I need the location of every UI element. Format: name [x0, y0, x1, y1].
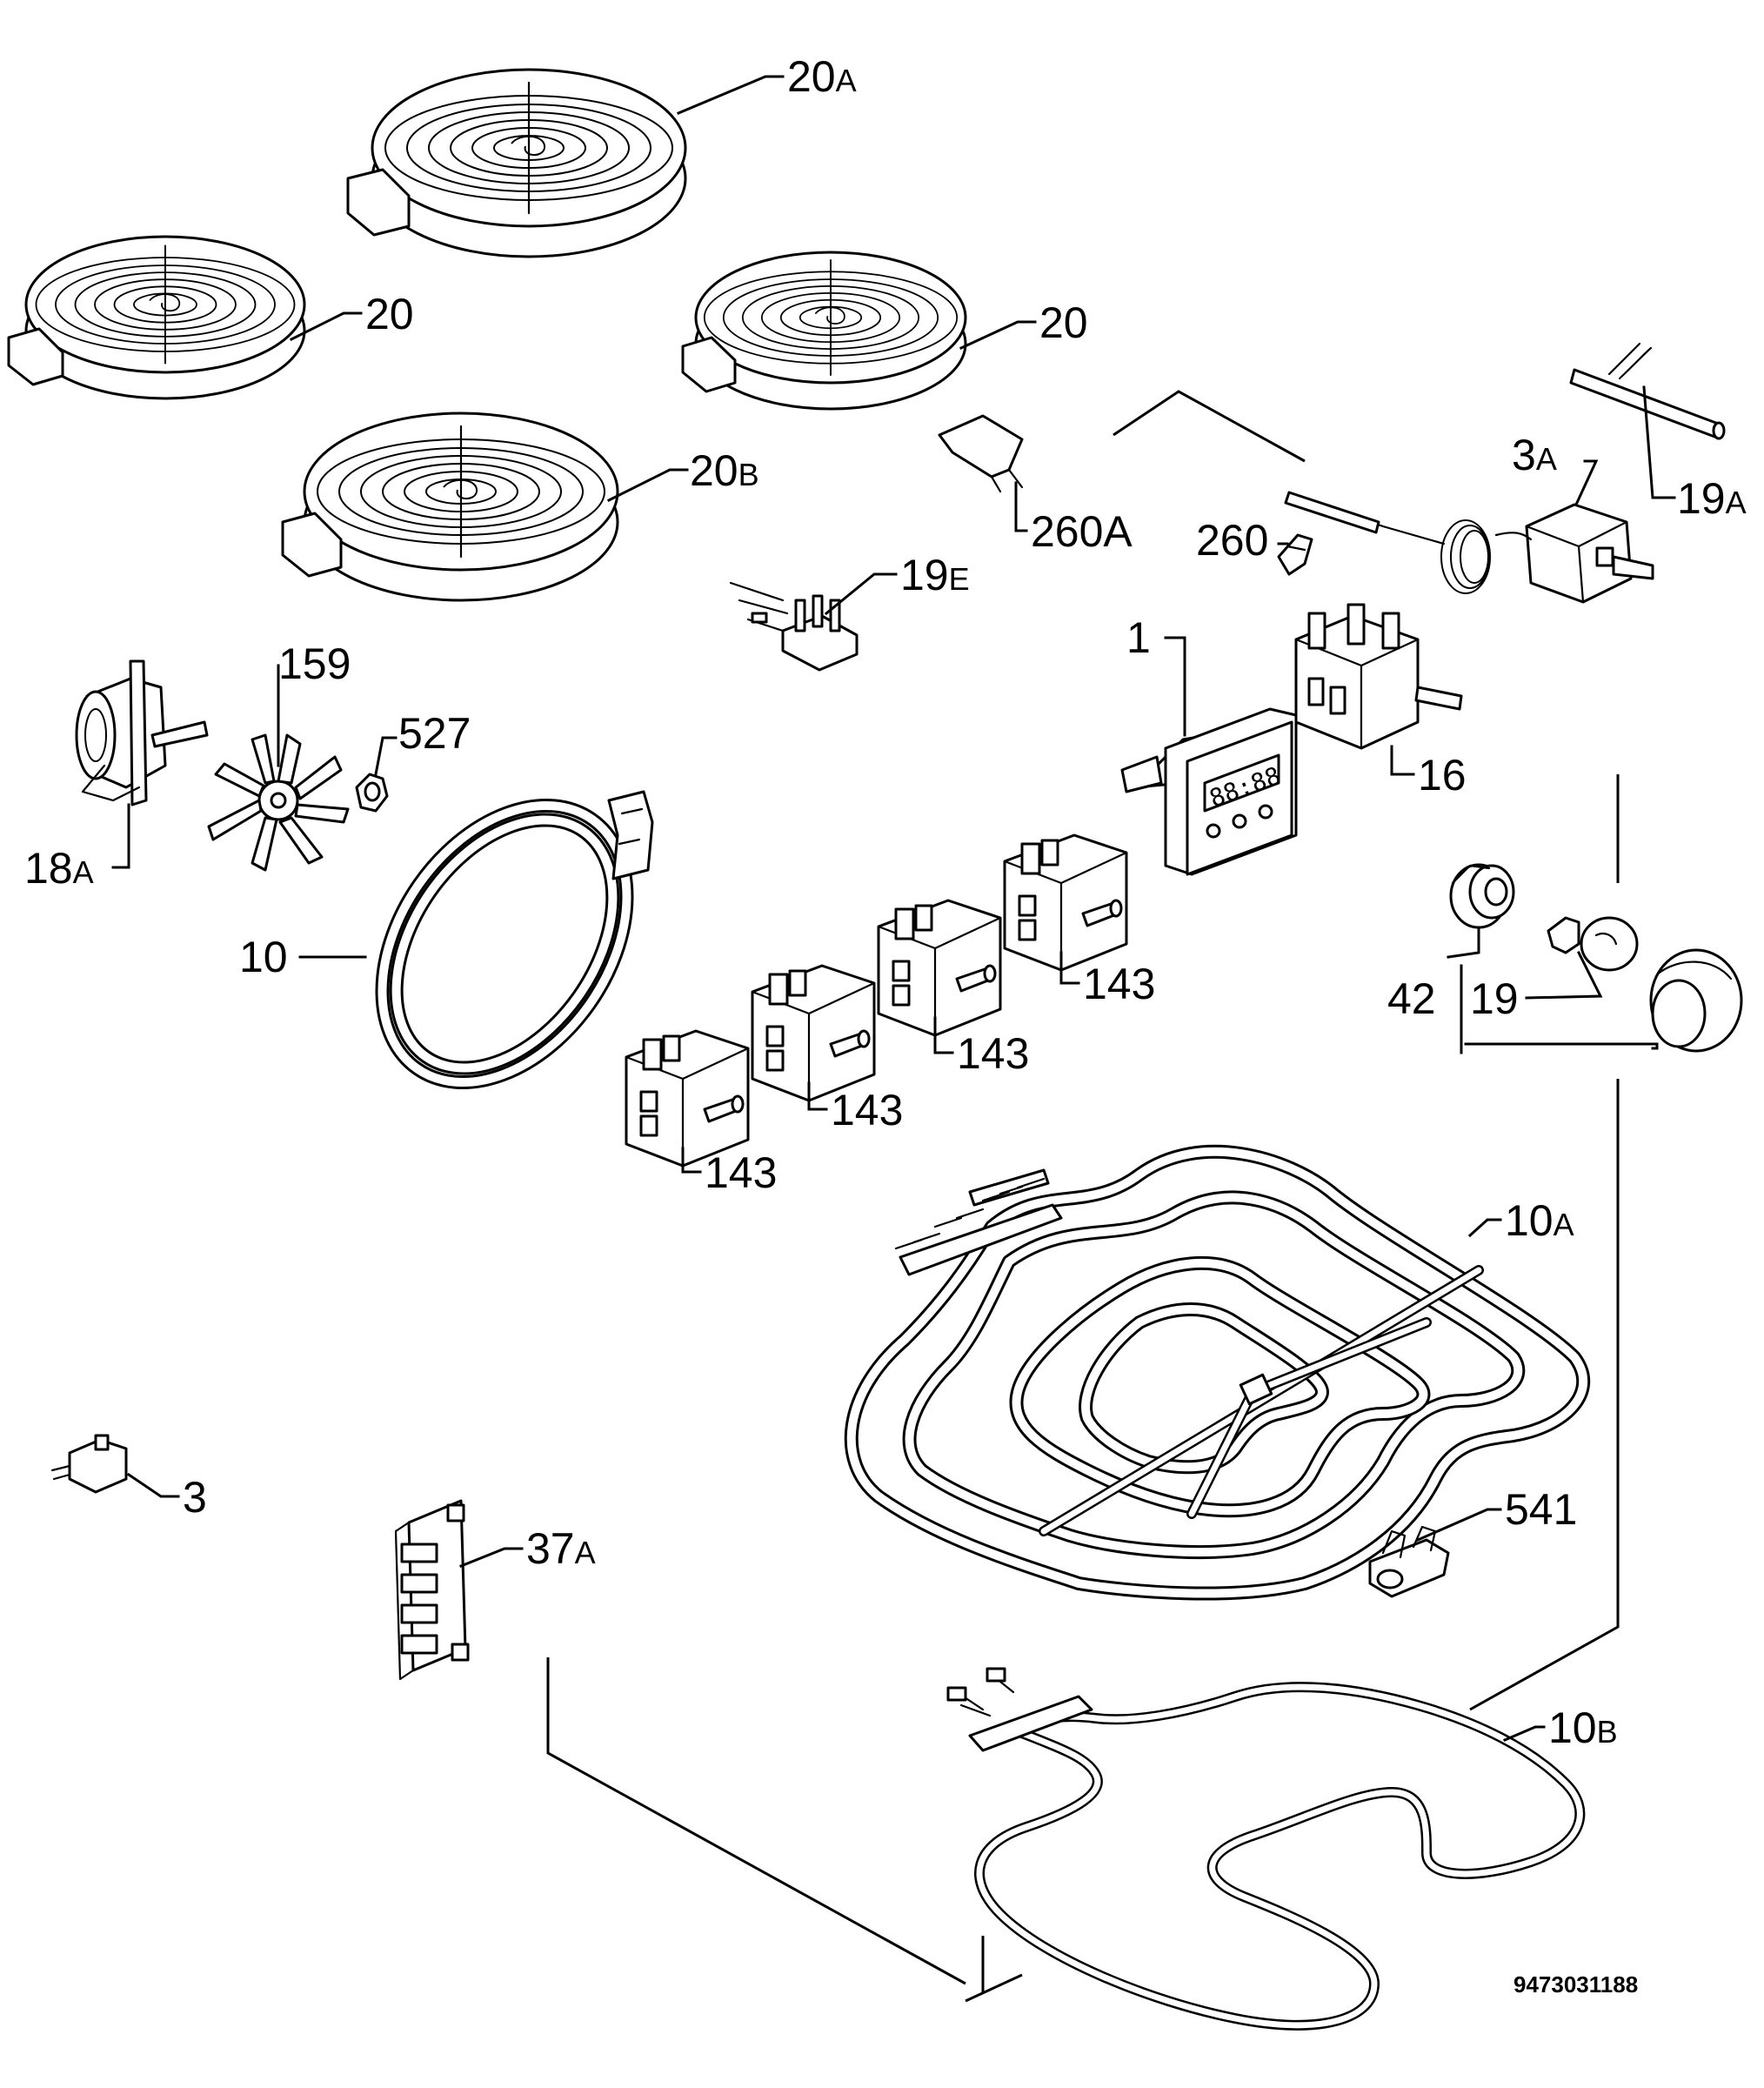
hotplate-20a [346, 68, 687, 258]
selector-switch-16 [1294, 603, 1463, 750]
document-number: 9473031188 [1513, 1971, 1638, 1998]
bracket-260a [938, 414, 1024, 493]
label-20b: 20B [690, 446, 759, 495]
placement-line-right [1469, 774, 1620, 1711]
label-143-d: 143 [705, 1148, 777, 1197]
energy-regulator-143-c [751, 964, 876, 1102]
nut-527 [355, 773, 389, 813]
label-3a: 3A [1512, 431, 1557, 479]
label-143-a: 143 [1083, 960, 1155, 1008]
label-260a: 260A [1031, 507, 1133, 556]
energy-regulator-143-b [877, 899, 1002, 1037]
lamp-bulb-19 [1547, 916, 1639, 972]
terminal-block-37a [394, 1499, 470, 1681]
energy-regulator-143-d [625, 1029, 750, 1168]
circular-element-10 [375, 790, 654, 1090]
label-19e: 19E [900, 551, 970, 599]
lamp-cover [1649, 948, 1743, 1053]
label-16: 16 [1418, 751, 1467, 800]
label-18a: 18A [24, 844, 94, 893]
lamp-holder [1449, 863, 1515, 929]
label-159: 159 [278, 639, 351, 688]
fan-blade-159 [207, 733, 350, 872]
label-20a: 20A [787, 52, 857, 101]
hotplate-20b [281, 412, 619, 602]
hotplate-20-left [7, 235, 306, 400]
grill-element-10a [844, 1144, 1591, 1601]
clamp-541 [1368, 1525, 1450, 1598]
fan-motor-18a [75, 659, 209, 806]
label-3: 3 [183, 1473, 207, 1522]
energy-regulator-143-a [1003, 833, 1128, 972]
label-10b: 10B [1548, 1703, 1618, 1752]
thermostat-3a [1284, 491, 1654, 604]
label-20-right: 20 [1039, 298, 1088, 347]
label-42: 42 [1387, 974, 1436, 1023]
label-260: 260 [1196, 516, 1268, 565]
label-19: 19 [1470, 974, 1519, 1023]
label-10a: 10A [1505, 1196, 1574, 1245]
label-19a: 19A [1677, 474, 1747, 523]
label-1: 1 [1126, 613, 1151, 662]
clip-260 [1277, 533, 1313, 576]
label-20-left: 20 [365, 290, 414, 338]
bottom-element-10b [946, 1667, 1586, 2031]
thermal-cutout-3 [50, 1434, 128, 1494]
label-143-b: 143 [957, 1029, 1029, 1078]
leader-lines [111, 75, 1676, 1742]
hotplate-20-right [681, 251, 967, 411]
label-527: 527 [398, 709, 471, 758]
placement-line-top [1113, 390, 1306, 463]
electronic-timer-1: 88:88 [1120, 707, 1298, 876]
label-541: 541 [1505, 1485, 1577, 1534]
label-37a: 37A [526, 1524, 596, 1573]
label-10: 10 [239, 933, 288, 981]
switch-19e [729, 581, 859, 672]
label-143-c: 143 [831, 1086, 903, 1134]
placement-line-bottom [546, 1657, 1023, 2003]
